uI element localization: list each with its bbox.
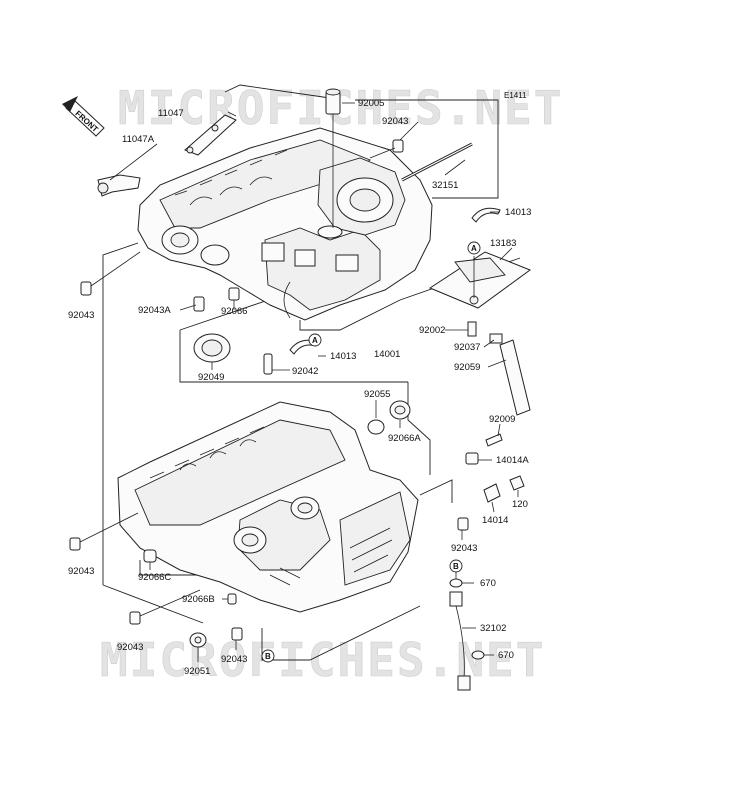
part-labels: 11047 11047A 92005 92043 32151 14013 131…: [68, 98, 531, 677]
part-label-92066b: 92066B: [182, 594, 215, 605]
leader-lines: [79, 102, 519, 662]
part-label-92009: 92009: [489, 414, 515, 425]
part-label-92066a: 92066A: [388, 433, 421, 444]
front-arrow-icon: FRONT: [62, 96, 105, 137]
part-label-92043-right: 92043: [451, 543, 477, 554]
diagram-code: E1411: [504, 91, 527, 100]
svg-text:A: A: [471, 244, 477, 253]
part-label-32102: 32102: [480, 623, 506, 634]
part-label-11047: 11047: [158, 108, 184, 119]
part-label-11047a: 11047A: [122, 134, 155, 145]
part-label-92005: 92005: [358, 98, 384, 109]
part-label-14013-mid: 14013: [330, 351, 356, 362]
part-label-92043a: 92043A: [138, 305, 171, 316]
svg-text:B: B: [453, 562, 459, 571]
part-label-92051: 92051: [184, 666, 210, 677]
part-label-92055: 92055: [364, 389, 390, 400]
part-label-92043-bm: 92043: [221, 654, 247, 665]
part-label-14014: 14014: [482, 515, 508, 526]
part-label-32151: 32151: [432, 180, 458, 191]
part-label-92042: 92042: [292, 366, 318, 377]
part-label-92066c: 92066C: [138, 572, 171, 583]
part-label-92043-left: 92043: [68, 310, 94, 321]
part-label-92043-bl: 92043: [117, 642, 143, 653]
part-label-670-b: 670: [498, 650, 514, 661]
callout-a-plate: A: [467, 241, 481, 255]
svg-text:B: B: [265, 652, 271, 661]
part-label-92043-top: 92043: [382, 116, 408, 127]
watermark-bottom: MICROFICHES.NET: [100, 633, 545, 687]
part-label-92043-left2: 92043: [68, 566, 94, 577]
part-label-92002: 92002: [419, 325, 445, 336]
part-label-120: 120: [512, 499, 528, 510]
part-label-92049: 92049: [198, 372, 224, 383]
part-label-92066: 92066: [221, 306, 247, 317]
svg-text:A: A: [312, 336, 318, 345]
part-label-14014a: 14014A: [496, 455, 529, 466]
part-label-92059: 92059: [454, 362, 480, 373]
callout-a-upper: A: [308, 333, 322, 347]
callout-b-pipe: B: [449, 559, 463, 573]
upper-crankcase: [137, 127, 433, 321]
part-label-14013-top: 14013: [505, 207, 531, 218]
part-label-14001: 14001: [374, 349, 400, 360]
small-parts: [69, 88, 532, 691]
part-label-13183: 13183: [490, 238, 516, 249]
lower-crankcase: [117, 401, 419, 613]
callout-b-case: B: [261, 649, 275, 663]
watermark-top: MICROFICHES.NET: [118, 81, 563, 135]
part-label-670-a: 670: [480, 578, 496, 589]
part-label-92037: 92037: [454, 342, 480, 353]
